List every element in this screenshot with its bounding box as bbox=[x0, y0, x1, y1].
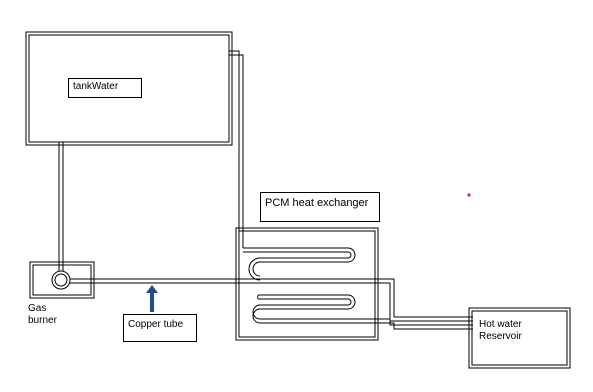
pcm-heat-exchanger bbox=[235, 227, 379, 341]
pcm-coil bbox=[243, 247, 473, 330]
gas-burner-label: Gas burner bbox=[28, 303, 76, 327]
copper-tube-arrow bbox=[146, 285, 158, 312]
hot-water-label-line2: Reservoir bbox=[479, 331, 522, 342]
pipe-tank-to-pcm bbox=[229, 50, 244, 248]
copper-tube-pipe bbox=[70, 278, 473, 322]
gas-burner-label-line2: burner bbox=[28, 315, 57, 326]
gas-burner bbox=[29, 261, 95, 299]
red-dot-marker bbox=[467, 193, 471, 197]
tank-label: tankWater bbox=[68, 78, 142, 98]
hot-water-label-line1: Hot water bbox=[479, 319, 522, 330]
copper-tube-label: Copper tube bbox=[123, 314, 197, 342]
pipe-tank-to-burner bbox=[58, 142, 64, 271]
gas-burner-label-line1: Gas bbox=[28, 303, 47, 314]
water-tank bbox=[25, 31, 233, 146]
hot-water-reservoir bbox=[468, 307, 571, 369]
pcm-label: PCM heat exchanger bbox=[260, 192, 380, 222]
hot-water-label: Hot water Reservoir bbox=[479, 319, 557, 343]
